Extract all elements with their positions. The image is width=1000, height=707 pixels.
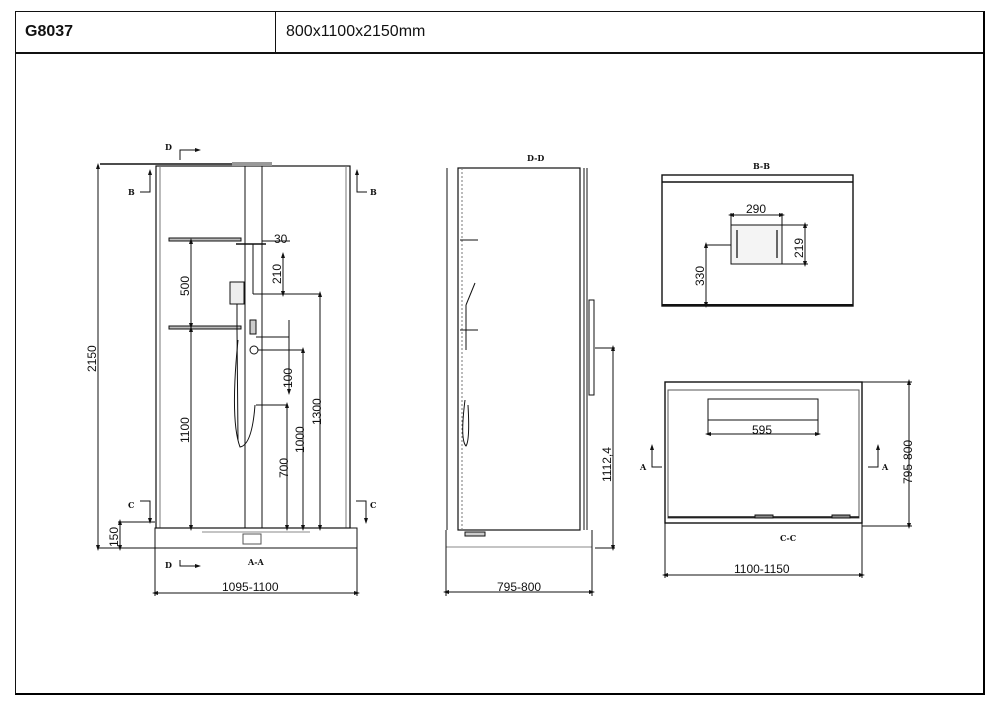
- dim-side-depth: 795-800: [497, 580, 541, 594]
- front-view-labels: D B B C C D A-A 1095-1100 2150 150 500 1…: [85, 142, 377, 594]
- dim-head-drop: 210: [270, 264, 284, 284]
- cut-marker-a-right: A: [881, 462, 889, 472]
- overall-dimensions: 800x1100x2150mm: [286, 23, 426, 40]
- section-label-dd: D-D: [527, 153, 544, 163]
- ceiling-view: [661, 174, 854, 308]
- section-label-bb: B-B: [753, 161, 770, 171]
- plan-view: [650, 379, 912, 578]
- dim-mixer-spacing: 100: [281, 368, 295, 388]
- dim-hose-outlet: 700: [277, 458, 291, 478]
- dim-plan-width: 1100-1150: [734, 562, 790, 576]
- model-number: G8037: [16, 12, 276, 52]
- cut-marker-b-left: B: [128, 187, 135, 197]
- cut-marker-b-right: B: [370, 187, 377, 197]
- dim-mixer-height: 1000: [293, 426, 307, 453]
- dim-head-depth: 219: [792, 238, 806, 258]
- drawing-sheet: G8037 800x1100x2150mm: [15, 11, 985, 695]
- section-label-cc: C-C: [780, 533, 796, 543]
- plan-view-labels: 595 C-C 1100-1150 795-800 A A: [639, 423, 915, 576]
- dim-total-height: 2150: [85, 345, 99, 372]
- cut-marker-d-bottom: D: [165, 560, 172, 570]
- cut-marker-c-left: C: [128, 500, 134, 510]
- dim-plan-depth: 795-800: [901, 440, 915, 484]
- dim-head-width: 290: [746, 202, 766, 216]
- cut-marker-c-right: C: [370, 500, 376, 510]
- dim-seat-width: 595: [752, 423, 772, 437]
- dim-shelf-gap: 500: [178, 276, 192, 296]
- dim-head-offset-330: 330: [693, 266, 707, 286]
- ceiling-view-labels: B-B 290 219 330: [693, 161, 806, 286]
- section-label-aa: A-A: [247, 557, 265, 567]
- dim-front-width: 1095-1100: [222, 580, 279, 594]
- title-block: G8037 800x1100x2150mm: [16, 12, 983, 54]
- dim-handle-height: 1112,4: [600, 447, 614, 482]
- cut-marker-d-top: D: [165, 142, 172, 152]
- side-view-labels: D-D 795-800 1112,4: [497, 153, 614, 594]
- dim-panel-height: 1300: [310, 398, 324, 425]
- cut-marker-a-left: A: [639, 462, 647, 472]
- front-view: [96, 148, 368, 596]
- dim-tray-height: 150: [107, 527, 121, 547]
- dim-head-offset: 30: [274, 232, 288, 246]
- side-view: [443, 167, 615, 596]
- dim-shelf-height: 1100: [178, 417, 192, 443]
